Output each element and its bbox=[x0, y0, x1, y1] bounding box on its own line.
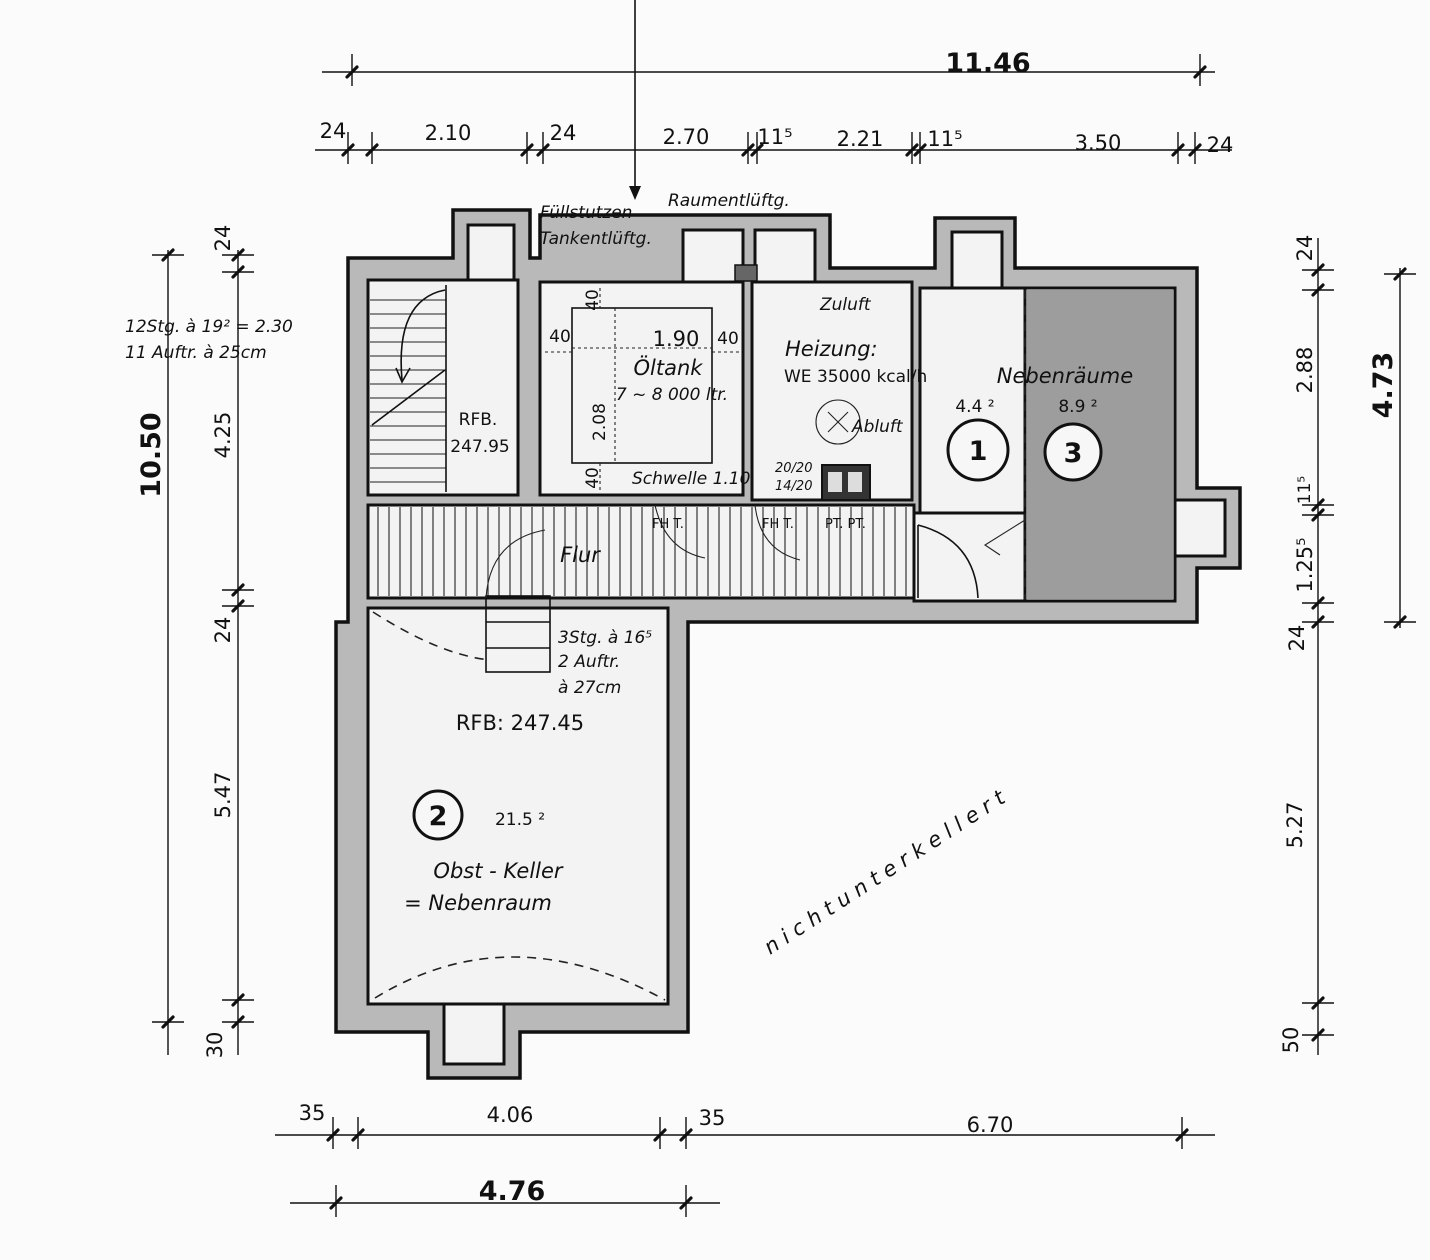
room1-badge bbox=[946, 418, 1010, 482]
vent-duct bbox=[734, 264, 758, 282]
room2-name-2: = Nebenraum bbox=[404, 891, 552, 915]
tank-depth: 2.08 bbox=[590, 403, 610, 441]
note-raumentlueftung: Raumentlüftg. bbox=[668, 191, 790, 211]
heating-label: Heizung: bbox=[785, 337, 878, 361]
window-well-cellar bbox=[442, 1002, 506, 1066]
stair-rfb-value: 247.95 bbox=[450, 437, 509, 457]
lobby-room-1 bbox=[912, 511, 1027, 603]
note-not-basement: n i c h t u n t e r k e l l e r t bbox=[760, 785, 1010, 959]
top-dim-7: 11⁵ bbox=[927, 127, 962, 151]
top-dim-3: 24 bbox=[550, 121, 577, 145]
room2-name-1: Obst - Keller bbox=[433, 859, 563, 883]
bottom-dim-4: 6.70 bbox=[967, 1113, 1014, 1137]
tank-clearance-top: 40 bbox=[583, 289, 603, 311]
tank-label: Öltank bbox=[634, 355, 704, 380]
stair-arrow bbox=[395, 367, 411, 384]
left-dim-1: 24 bbox=[211, 225, 235, 252]
right-dim-1: 24 bbox=[1293, 235, 1317, 262]
left-dim-4: 5.47 bbox=[211, 772, 235, 819]
note-stair-lower-3: à 27cm bbox=[558, 678, 621, 698]
right-dim-3: 11⁵ bbox=[1295, 476, 1315, 504]
overall-bottom-width: 4.76 bbox=[479, 1176, 546, 1207]
heating-value: WE 35000 kcal/h bbox=[784, 367, 927, 387]
right-dim-2: 2.88 bbox=[1293, 347, 1317, 394]
note-chimney-1: 20/20 bbox=[775, 461, 812, 476]
top-dim-5: 11⁵ bbox=[757, 125, 792, 149]
top-dim-2: 2.10 bbox=[425, 121, 472, 145]
room3-number: 3 bbox=[1064, 438, 1083, 469]
left-dim-5: 30 bbox=[203, 1032, 227, 1059]
doors bbox=[372, 504, 1026, 1001]
note-stair-lower-2: 2 Auftr. bbox=[558, 652, 620, 672]
exhaust-icon bbox=[815, 399, 861, 445]
top-dim-6: 2.21 bbox=[837, 127, 884, 151]
tank-width: 1.90 bbox=[653, 327, 700, 351]
window-well-room3 bbox=[1173, 498, 1227, 558]
window-well-stair bbox=[466, 223, 516, 282]
door-mark-1: FH T. bbox=[652, 517, 684, 532]
note-stair-lower-1: 3Stg. à 16⁵ bbox=[558, 628, 652, 648]
note-stair-upper-1: 12Stg. à 19² = 2.30 bbox=[125, 317, 293, 337]
tank-clearance-left: 40 bbox=[549, 327, 571, 347]
note-chimney-2: 14/20 bbox=[775, 479, 812, 494]
top-dim-1: 24 bbox=[320, 119, 347, 143]
storage-label: Nebenräume bbox=[997, 364, 1133, 388]
overall-left-height: 10.50 bbox=[136, 412, 167, 497]
right-dim-7: 50 bbox=[1279, 1027, 1303, 1054]
heating-room bbox=[750, 280, 914, 502]
top-dim-4: 2.70 bbox=[663, 125, 710, 149]
overall-top-width: 11.46 bbox=[945, 48, 1030, 79]
tank-clearance-right: 40 bbox=[717, 329, 739, 349]
top-arrow bbox=[629, 0, 641, 200]
right-dim-4: 1.25⁵ bbox=[1293, 537, 1317, 592]
staircase-upper bbox=[370, 285, 447, 492]
room1-area: 4.4 ² bbox=[955, 397, 994, 417]
top-dim-9: 24 bbox=[1207, 133, 1234, 157]
chimney bbox=[821, 464, 871, 501]
room3-badge bbox=[1043, 422, 1103, 482]
note-abluft: Abluft bbox=[851, 417, 904, 437]
door-mark-3: PT. PT. bbox=[825, 517, 866, 532]
staircase-lower bbox=[485, 595, 551, 673]
tank-volume: 7 ~ 8 000 ltr. bbox=[616, 385, 728, 405]
room2-area: 21.5 ² bbox=[495, 810, 545, 830]
tank-clearance-bottom: 40 bbox=[583, 467, 603, 489]
overall-right-height: 4.73 bbox=[1368, 352, 1399, 419]
left-dim-2: 4.25 bbox=[211, 412, 235, 459]
fruit-cellar bbox=[366, 606, 670, 1006]
note-zuluft: Zuluft bbox=[819, 295, 872, 315]
note-schwelle: Schwelle 1.10 bbox=[632, 469, 750, 489]
window-well-tank bbox=[681, 228, 745, 284]
bottom-dim-3: 35 bbox=[699, 1106, 726, 1130]
bottom-dim-1: 35 bbox=[299, 1101, 326, 1125]
stair-rfb-label: RFB. bbox=[459, 410, 498, 430]
right-dim-5: 24 bbox=[1285, 625, 1309, 652]
room2-number: 2 bbox=[429, 801, 448, 832]
stair-walk-line bbox=[400, 289, 446, 381]
room1-number: 1 bbox=[969, 436, 988, 467]
room3-area: 8.9 ² bbox=[1058, 397, 1097, 417]
left-dim-3: 24 bbox=[211, 617, 235, 644]
stair-diagonal bbox=[371, 369, 446, 426]
cellar-rfb: RFB: 247.45 bbox=[456, 711, 584, 735]
hallway-label: Flur bbox=[560, 543, 601, 567]
top-dim-8: 3.50 bbox=[1075, 131, 1122, 155]
dimension-lines bbox=[152, 54, 1416, 1217]
bottom-dim-2: 4.06 bbox=[487, 1103, 534, 1127]
rooms bbox=[366, 223, 1227, 1066]
stair-room bbox=[366, 278, 520, 497]
window-well-room1 bbox=[950, 230, 1004, 290]
right-dim-6: 5.27 bbox=[1283, 802, 1307, 849]
note-fuellstutzen: Füllstutzen bbox=[540, 203, 632, 223]
note-tankentlueftung: Tankentlüftg. bbox=[540, 229, 652, 249]
room2-badge bbox=[412, 789, 464, 841]
oil-tank bbox=[545, 288, 740, 490]
door-mark-2: FH T. bbox=[762, 517, 794, 532]
window-well-heating bbox=[753, 228, 817, 284]
note-stair-upper-2: 11 Auftr. à 25cm bbox=[125, 343, 267, 363]
tank-room bbox=[538, 280, 745, 497]
hallway-hatching bbox=[377, 507, 907, 596]
